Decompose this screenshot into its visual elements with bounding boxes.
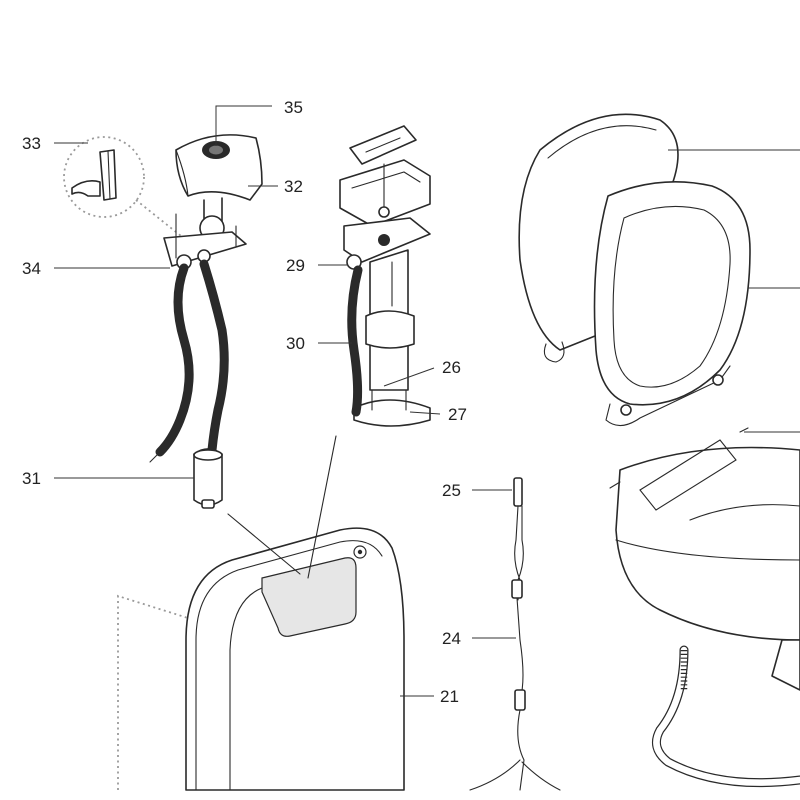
- callout-21: 21: [440, 687, 459, 706]
- callout-labels: 35 33 32 34 29 30 26 27 31 25 24 21: [22, 98, 467, 706]
- callout-26: 26: [442, 358, 461, 377]
- tank-housing-part-21: [185, 435, 405, 791]
- callout-27: 27: [448, 405, 467, 424]
- callout-24: 24: [442, 629, 461, 648]
- dotted-guide-tank: [117, 594, 189, 790]
- callout-30: 30: [286, 334, 305, 353]
- toilet-seat-lid-bowl: [518, 113, 800, 788]
- clip-detail-part-33: [63, 136, 187, 241]
- leader-lines: [54, 105, 800, 697]
- tank-lid-panel: [261, 557, 357, 637]
- push-button-valve-assembly: [149, 134, 263, 463]
- cable-assembly-part-24: [469, 477, 561, 791]
- fill-valve-assembly: [339, 125, 431, 427]
- callout-29: 29: [286, 256, 305, 275]
- callout-34: 34: [22, 259, 41, 278]
- callout-33: 33: [22, 134, 41, 153]
- callout-35: 35: [284, 98, 303, 117]
- callout-32: 32: [284, 177, 303, 196]
- float-part-31: [193, 448, 223, 509]
- callout-31: 31: [22, 469, 41, 488]
- callout-25: 25: [442, 481, 461, 500]
